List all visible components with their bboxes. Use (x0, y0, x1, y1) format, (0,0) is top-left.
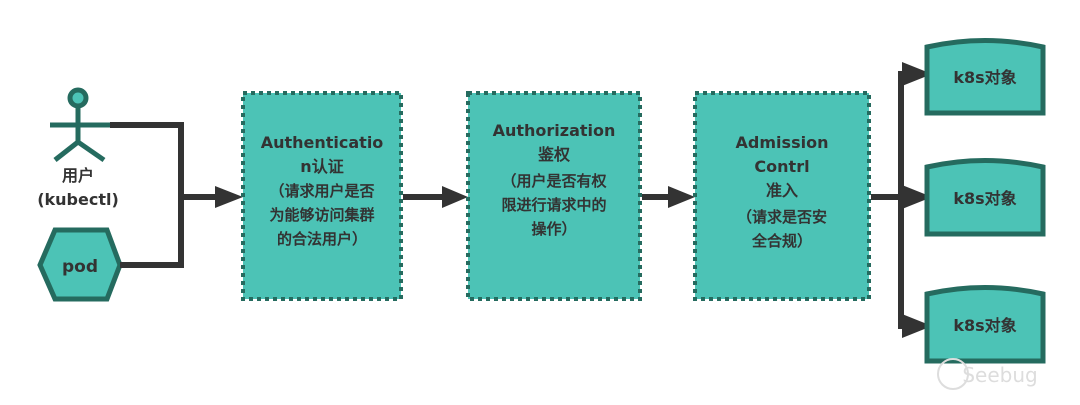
svg-text:Authenticatio: Authenticatio (261, 133, 384, 152)
svg-text:（请求用户是否: （请求用户是否 (269, 182, 374, 200)
pod-label: pod (62, 257, 98, 277)
svg-text:限进行请求中的: 限进行请求中的 (501, 196, 606, 214)
pod-hexagon (37, 227, 123, 302)
authorization-step (466, 91, 642, 301)
svg-text:Admission: Admission (736, 133, 829, 152)
svg-text:操作）: 操作） (531, 220, 576, 238)
user-label: 用户 (62, 166, 94, 185)
svg-text:Authorization: Authorization (493, 121, 616, 140)
svg-text:为能够访问集群: 为能够访问集群 (269, 206, 374, 224)
user-icon (50, 87, 112, 163)
arrow-head-icon (902, 62, 932, 86)
svg-text:鉴权: 鉴权 (537, 145, 571, 164)
svg-text:Contrl: Contrl (754, 157, 809, 176)
k8s-object-2: k8s对象 (924, 158, 1046, 237)
arrow-head-icon (668, 186, 695, 208)
arrow-head-icon (215, 186, 243, 208)
output-connector (871, 62, 932, 338)
svg-text:（用户是否有权: （用户是否有权 (501, 172, 607, 190)
svg-text:k8s对象: k8s对象 (953, 68, 1016, 87)
authorization-text: Authorization 鉴权 （用户是否有权 限进行请求中的 操作） (493, 121, 616, 238)
k8s-object-3: k8s对象 (924, 285, 1046, 364)
admission-text: Admission Contrl 准入 （请求是否安 全合规） (736, 133, 829, 250)
arrow-head-icon (902, 314, 932, 338)
arrow-head-icon (902, 185, 932, 209)
authentication-text: Authenticatio n认证 （请求用户是否 为能够访问集群 的合法用户） (261, 133, 384, 248)
svg-text:Seebug: Seebug (962, 363, 1037, 387)
svg-text:k8s对象: k8s对象 (953, 316, 1016, 335)
input-connector (110, 122, 243, 268)
authentication-step (241, 91, 403, 301)
arrow-head-icon (442, 186, 468, 208)
svg-text:n认证: n认证 (300, 157, 343, 176)
svg-text:（请求是否安: （请求是否安 (737, 208, 827, 226)
seebug-logo-icon (937, 358, 969, 390)
user-kubectl-label: (kubectl) (37, 190, 119, 209)
k8s-object-1: k8s对象 (924, 38, 1046, 116)
svg-text:k8s对象: k8s对象 (953, 189, 1016, 208)
seebug-watermark: Seebug (937, 358, 1038, 390)
svg-text:全合规）: 全合规） (751, 232, 812, 250)
svg-text:的合法用户）: 的合法用户） (277, 230, 367, 248)
admission-step (693, 91, 871, 301)
svg-text:准入: 准入 (766, 181, 798, 200)
